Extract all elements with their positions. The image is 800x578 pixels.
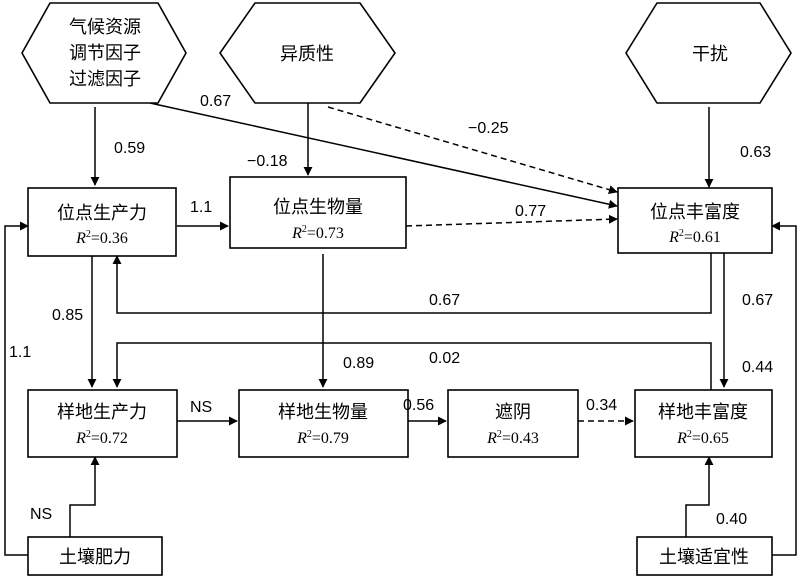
path-heterogeneity-site-richness bbox=[327, 106, 618, 195]
hexagon-disturbance bbox=[625, 2, 792, 104]
plot-productivity-label: 样地生产力 bbox=[57, 402, 147, 423]
site-productivity-r2: R2=0.36 bbox=[75, 229, 128, 247]
hexagon-climate bbox=[21, 2, 187, 104]
coef-site-richness-plot-richness: 0.67 bbox=[742, 292, 773, 309]
plot-richness-r2: R2=0.65 bbox=[676, 429, 729, 447]
site-richness-r2: R2=0.61 bbox=[668, 228, 721, 246]
box-plot-richness bbox=[634, 389, 773, 458]
plot-biomass-r2: R2=0.79 bbox=[296, 429, 349, 447]
box-plot-productivity bbox=[27, 389, 178, 458]
box-site-productivity bbox=[27, 187, 177, 257]
coef-site-biomass-plot-biomass: 0.89 bbox=[343, 355, 374, 372]
plot-biomass-label: 样地生物量 bbox=[278, 402, 368, 423]
disturbance-label: 干扰 bbox=[692, 44, 728, 65]
path-soil-fertility-plot-productivity bbox=[69, 456, 100, 537]
path-soil-suitability-plot-richness bbox=[685, 456, 714, 537]
shading-r2: R2=0.43 bbox=[486, 429, 539, 447]
heterogeneity-label: 异质性 bbox=[280, 44, 334, 65]
coef-shading-plot-richness: 0.34 bbox=[586, 397, 617, 414]
site-richness-label: 位点丰富度 bbox=[650, 202, 740, 223]
path-site-biomass-site-richness bbox=[405, 214, 618, 227]
soil-fertility-label: 土壤肥力 bbox=[59, 547, 131, 568]
coef-site-productivity-plot-productivity: 0.85 bbox=[52, 307, 83, 324]
box-plot-biomass bbox=[238, 389, 409, 458]
coef-soil-fertility-plot-productivity: NS bbox=[30, 506, 52, 523]
coef-heterogeneity-site-richness: −0.25 bbox=[468, 120, 509, 137]
box-shading bbox=[447, 389, 579, 458]
path-soil-fertility-site-productivity bbox=[4, 221, 29, 556]
soil-suitability-label: 土壤适宜性 bbox=[659, 547, 749, 568]
coef-disturbance-site-richness: 0.63 bbox=[740, 144, 771, 161]
climate-line-3: 过滤因子 bbox=[69, 69, 141, 90]
coef-plot-biomass-shading: 0.56 bbox=[403, 397, 434, 414]
plot-productivity-r2: R2=0.72 bbox=[75, 429, 128, 447]
coef-site-biomass-site-richness: 0.77 bbox=[515, 203, 546, 220]
path-site-richness-site-productivity bbox=[112, 253, 712, 314]
site-productivity-label: 位点生产力 bbox=[57, 203, 147, 224]
box-soil-fertility bbox=[27, 536, 163, 576]
climate-line-2: 调节因子 bbox=[69, 43, 141, 64]
coef-plot-richness-plot-productivity: 0.02 bbox=[429, 350, 460, 367]
shading-label: 遮阴 bbox=[495, 402, 531, 423]
coef-heterogeneity-site-biomass: −0.18 bbox=[247, 153, 288, 170]
path-soil-suitability-site-richness bbox=[771, 221, 797, 556]
coef-soil-suitability-plot-richness: 0.40 bbox=[716, 511, 747, 528]
box-site-biomass bbox=[229, 176, 407, 249]
path-climate-site-richness bbox=[149, 102, 618, 209]
coef-plot-productivity-plot-biomass: NS bbox=[190, 399, 212, 416]
climate-line-1: 气候资源 bbox=[69, 17, 141, 38]
coef-climate-site-richness: 0.67 bbox=[200, 93, 231, 110]
coef-site-richness-plot-richness-b: 0.44 bbox=[742, 359, 773, 376]
path-plot-richness-plot-productivity bbox=[112, 342, 712, 393]
coef-site-productivity-site-biomass: 1.1 bbox=[190, 199, 212, 216]
plot-richness-label: 样地丰富度 bbox=[658, 402, 748, 423]
coef-soil-fertility-site-productivity: 1.1 bbox=[9, 344, 31, 361]
hexagon-heterogeneity bbox=[219, 2, 396, 104]
coef-site-richness-site-productivity: 0.67 bbox=[429, 292, 460, 309]
site-biomass-label: 位点生物量 bbox=[273, 197, 363, 218]
coef-climate-site-productivity: 0.59 bbox=[114, 140, 145, 157]
site-biomass-r2: R2=0.73 bbox=[291, 224, 344, 242]
box-site-richness bbox=[617, 187, 773, 254]
box-soil-suitability bbox=[636, 536, 773, 576]
